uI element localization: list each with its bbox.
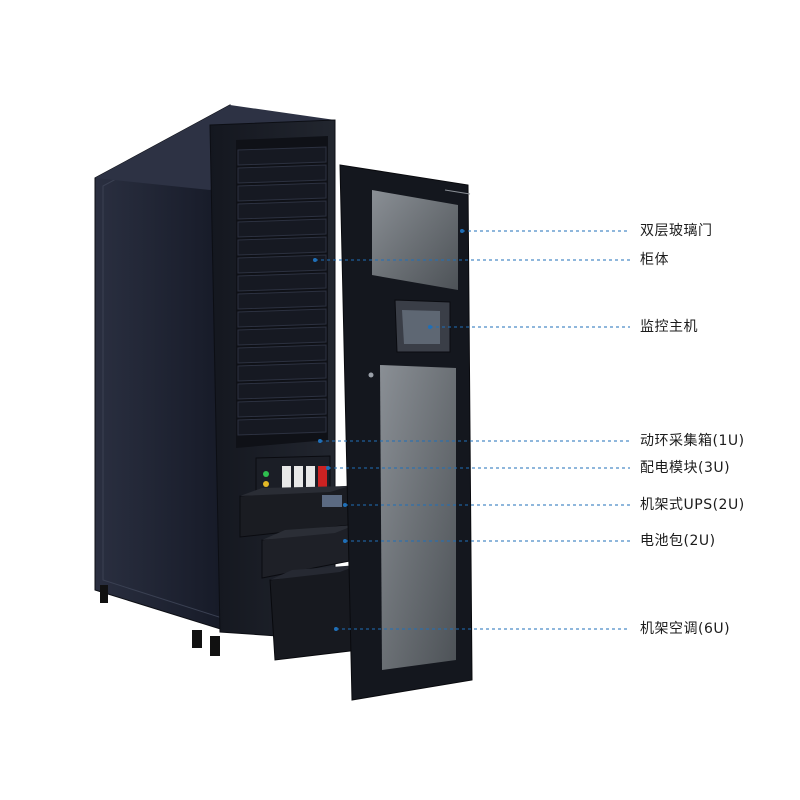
rack-panels (237, 146, 327, 436)
callout-rack-air-conditioner: 机架空调(6U) (640, 621, 731, 637)
leader-dots (313, 229, 464, 631)
monitoring-host (394, 299, 451, 353)
callout-cabinet-body: 柜体 (640, 252, 669, 268)
callout-monitoring-host: 监控主机 (640, 319, 698, 335)
callout-power-distribution: 配电模块(3U) (640, 460, 731, 476)
leader-lines (315, 230, 630, 630)
glass-door (339, 164, 473, 701)
cabinet-casters (100, 585, 220, 656)
callout-double-glass-door: 双层玻璃门 (640, 223, 713, 239)
callout-env-collection-box: 动环采集箱(1U) (640, 433, 745, 449)
callout-battery-pack: 电池包(2U) (640, 533, 716, 549)
callout-rack-ups: 机架式UPS(2U) (640, 497, 745, 513)
